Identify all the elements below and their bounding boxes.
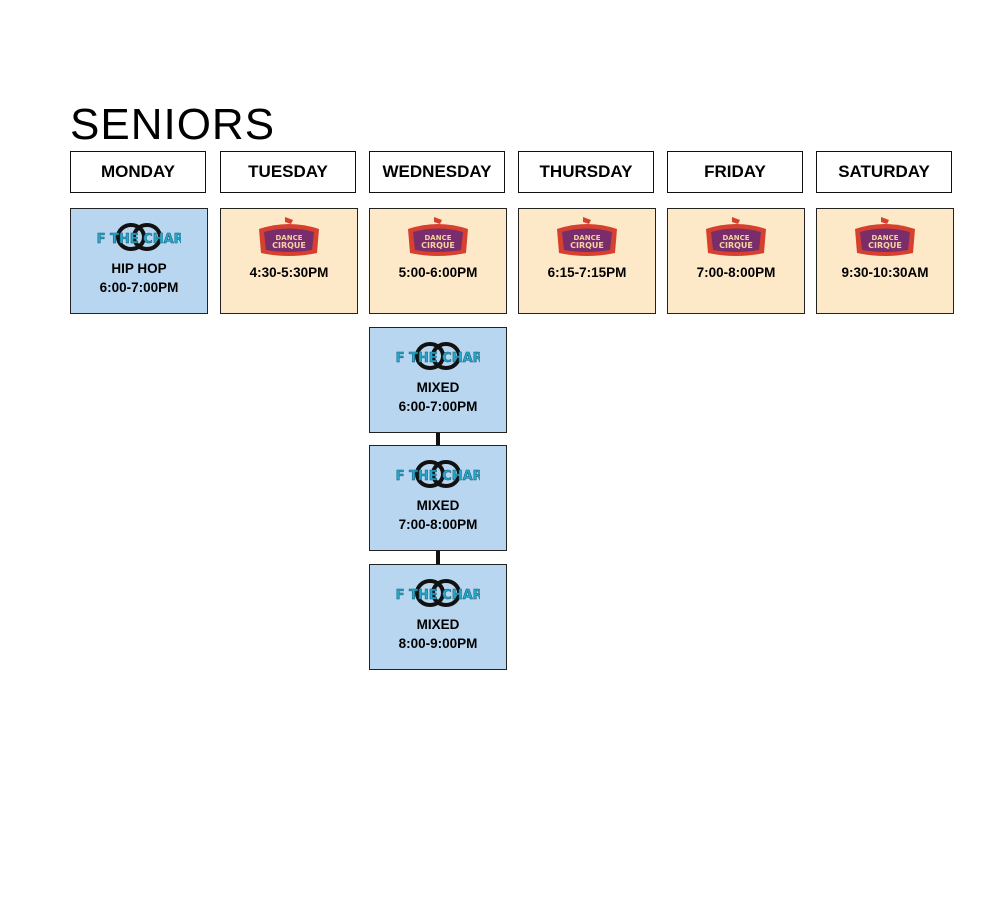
connector-line: [436, 432, 440, 446]
off-the-charts-logo: OFF THE CHARTS: [396, 334, 480, 378]
page-title: SENIORS: [70, 100, 276, 149]
class-card-wednesday-mixed-2[interactable]: OFF THE CHARTS MIXED 7:00-8:00PM: [369, 445, 507, 551]
off-the-charts-logo: OFF THE CHARTS: [396, 452, 480, 496]
class-time: 6:00-7:00PM: [99, 280, 179, 295]
off-the-charts-logo: OFF THE CHARTS: [396, 571, 480, 615]
dance-cirque-logo: DANCE CIRQUE: [553, 215, 621, 259]
class-card-wednesday-mixed-1[interactable]: OFF THE CHARTS MIXED 6:00-7:00PM: [369, 327, 507, 433]
class-time: 8:00-9:00PM: [398, 636, 478, 651]
svg-text:OFF THE CHARTS: OFF THE CHARTS: [396, 351, 480, 366]
dance-cirque-logo: DANCE CIRQUE: [255, 215, 323, 259]
svg-text:CIRQUE: CIRQUE: [421, 241, 455, 250]
class-time: 6:00-7:00PM: [398, 399, 478, 414]
class-style: HIP HOP: [111, 261, 167, 276]
day-header-thursday: THURSDAY: [518, 151, 654, 193]
svg-text:DANCE: DANCE: [871, 234, 898, 242]
svg-text:DANCE: DANCE: [275, 234, 302, 242]
svg-text:CIRQUE: CIRQUE: [719, 241, 753, 250]
svg-text:DANCE: DANCE: [573, 234, 600, 242]
svg-text:DANCE: DANCE: [722, 234, 749, 242]
dance-cirque-logo: DANCE CIRQUE: [851, 215, 919, 259]
day-header-monday: MONDAY: [70, 151, 206, 193]
class-time: 5:00-6:00PM: [398, 265, 478, 280]
class-card-saturday[interactable]: DANCE CIRQUE 9:30-10:30AM: [816, 208, 954, 314]
class-card-tuesday[interactable]: DANCE CIRQUE 4:30-5:30PM: [220, 208, 358, 314]
class-time: 4:30-5:30PM: [249, 265, 329, 280]
svg-text:CIRQUE: CIRQUE: [868, 241, 902, 250]
day-header-wednesday: WEDNESDAY: [369, 151, 505, 193]
class-time: 7:00-8:00PM: [696, 265, 776, 280]
svg-text:OFF THE CHARTS: OFF THE CHARTS: [396, 469, 480, 484]
svg-text:DANCE: DANCE: [424, 234, 451, 242]
off-the-charts-logo: OFF THE CHARTS: [97, 215, 181, 259]
svg-text:OFF THE CHARTS: OFF THE CHARTS: [396, 588, 480, 603]
svg-text:CIRQUE: CIRQUE: [570, 241, 604, 250]
class-card-friday[interactable]: DANCE CIRQUE 7:00-8:00PM: [667, 208, 805, 314]
day-header-friday: FRIDAY: [667, 151, 803, 193]
dance-cirque-logo: DANCE CIRQUE: [702, 215, 770, 259]
class-time: 7:00-8:00PM: [398, 517, 478, 532]
day-header-saturday: SATURDAY: [816, 151, 952, 193]
class-card-wednesday-mixed-3[interactable]: OFF THE CHARTS MIXED 8:00-9:00PM: [369, 564, 507, 670]
class-card-monday[interactable]: OFF THE CHARTS HIP HOP 6:00-7:00PM: [70, 208, 208, 314]
connector-line: [436, 550, 440, 564]
class-card-wednesday[interactable]: DANCE CIRQUE 5:00-6:00PM: [369, 208, 507, 314]
svg-text:OFF THE CHARTS: OFF THE CHARTS: [97, 232, 181, 247]
class-time: 9:30-10:30AM: [841, 265, 929, 280]
svg-text:CIRQUE: CIRQUE: [272, 241, 306, 250]
class-style: MIXED: [416, 617, 460, 632]
day-header-tuesday: TUESDAY: [220, 151, 356, 193]
class-style: MIXED: [416, 380, 460, 395]
class-time: 6:15-7:15PM: [547, 265, 627, 280]
dance-cirque-logo: DANCE CIRQUE: [404, 215, 472, 259]
class-style: MIXED: [416, 498, 460, 513]
class-card-thursday[interactable]: DANCE CIRQUE 6:15-7:15PM: [518, 208, 656, 314]
